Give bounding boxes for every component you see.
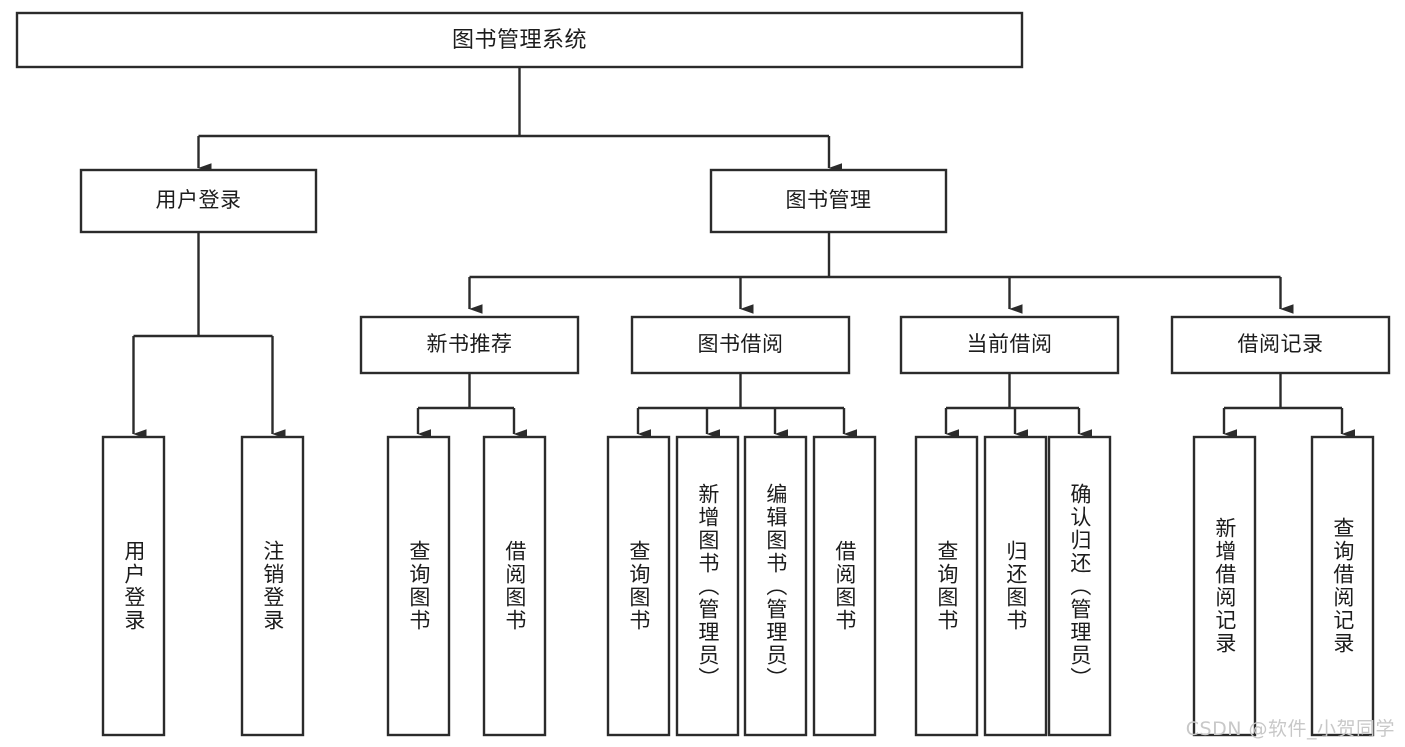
node-borrow-record-box[interactable] bbox=[1170, 315, 1391, 375]
leaf-box-edit-book-admin[interactable] bbox=[743, 435, 808, 737]
node-borrow-record[interactable]: 借阅记录 bbox=[1170, 315, 1391, 375]
node-root-box[interactable] bbox=[15, 11, 1024, 69]
node-current-borrow-label: 当前借阅 bbox=[967, 332, 1053, 356]
node-book-manage[interactable]: 图书管理 bbox=[709, 168, 948, 234]
node-book-borrow[interactable]: 图书借阅 bbox=[630, 315, 851, 375]
leaf-box-add-borrow-record[interactable] bbox=[1192, 435, 1257, 737]
leaf-box-logout[interactable] bbox=[240, 435, 305, 737]
node-user-login[interactable]: 用户登录 bbox=[79, 168, 318, 234]
node-book-manage-box[interactable] bbox=[709, 168, 948, 234]
node-new-book-recommend-box[interactable] bbox=[359, 315, 580, 375]
node-book-manage-label: 图书管理 bbox=[786, 188, 872, 212]
node-root[interactable]: 图书管理系统 bbox=[15, 11, 1024, 69]
node-book-borrow-box[interactable] bbox=[630, 315, 851, 375]
leaf-box-query-book-current[interactable] bbox=[914, 435, 979, 737]
node-user-login-box[interactable] bbox=[79, 168, 318, 234]
leaf-box-return-book[interactable] bbox=[983, 435, 1048, 737]
node-root-label: 图书管理系统 bbox=[452, 28, 587, 53]
node-current-borrow-box[interactable] bbox=[899, 315, 1120, 375]
node-current-borrow[interactable]: 当前借阅 bbox=[899, 315, 1120, 375]
leaf-box-layer bbox=[101, 435, 1375, 737]
watermark-text: CSDN @软件_小贺同学 bbox=[1185, 718, 1395, 740]
leaf-box-confirm-return-admin[interactable] bbox=[1047, 435, 1112, 737]
node-book-borrow-label: 图书借阅 bbox=[698, 332, 784, 356]
leaf-box-query-book-borrow[interactable] bbox=[606, 435, 671, 737]
leaf-box-query-book-recommend[interactable] bbox=[386, 435, 451, 737]
leaf-box-borrow-book[interactable] bbox=[812, 435, 877, 737]
node-new-book-recommend-label: 新书推荐 bbox=[427, 332, 513, 356]
connector-layer bbox=[132, 67, 1356, 439]
leaf-box-user-login[interactable] bbox=[101, 435, 166, 737]
leaf-box-query-borrow-record[interactable] bbox=[1310, 435, 1375, 737]
node-borrow-record-label: 借阅记录 bbox=[1238, 332, 1324, 356]
node-user-login-label: 用户登录 bbox=[156, 188, 242, 212]
leaf-box-add-book-admin[interactable] bbox=[675, 435, 740, 737]
node-new-book-recommend[interactable]: 新书推荐 bbox=[359, 315, 580, 375]
leaf-box-borrow-book-recommend[interactable] bbox=[482, 435, 547, 737]
